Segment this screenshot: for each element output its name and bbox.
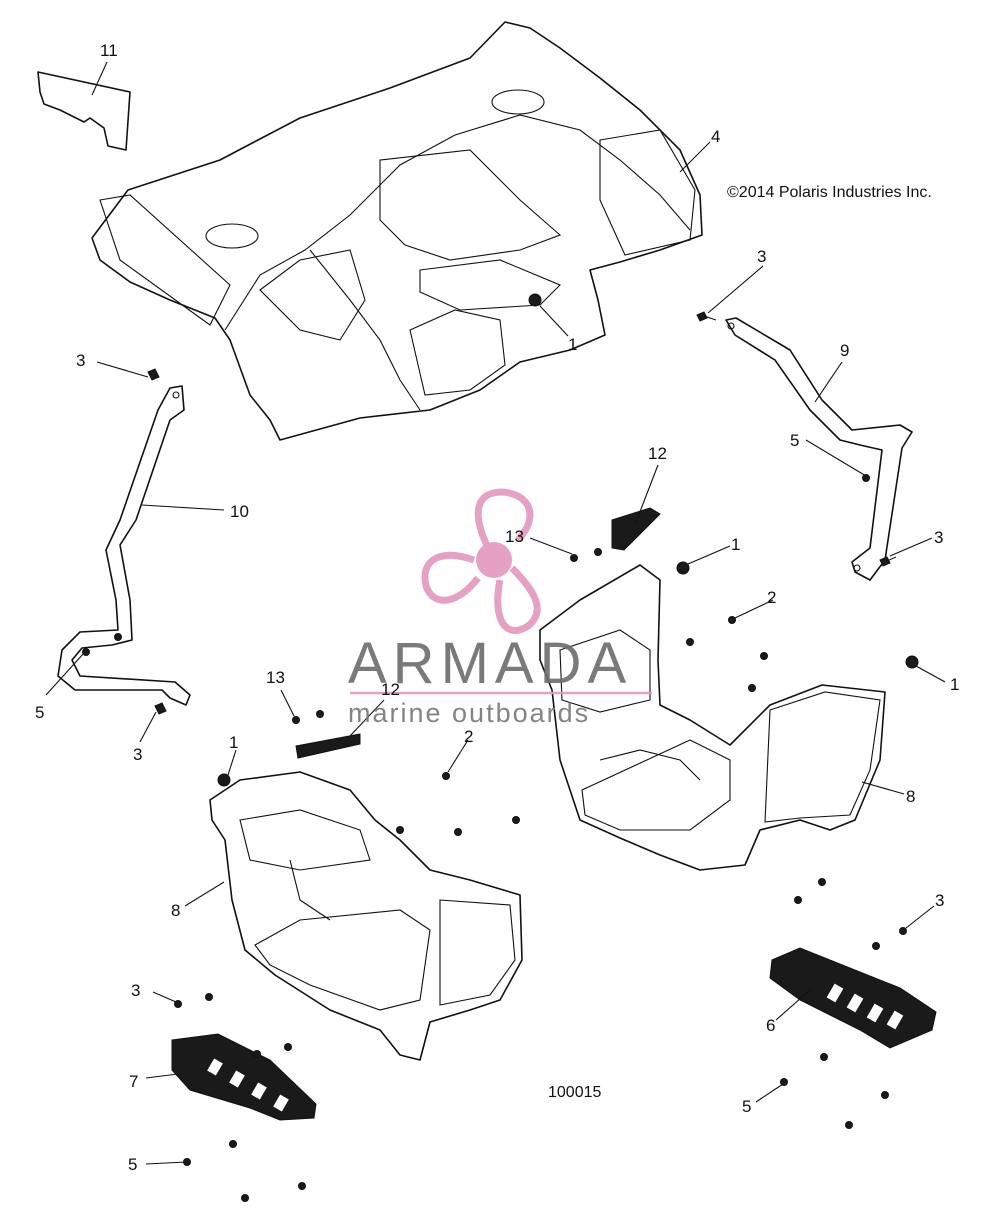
callout-12: 12 xyxy=(648,444,667,463)
callout-5: 5 xyxy=(128,1155,137,1174)
callout-5: 5 xyxy=(790,431,799,450)
callout-3: 3 xyxy=(131,981,140,1000)
screws-3-footrests xyxy=(174,878,907,1058)
callout-9: 9 xyxy=(840,341,849,360)
nuts-5-footrests xyxy=(183,1053,889,1202)
callout-8: 8 xyxy=(171,901,180,920)
propeller-logo-icon xyxy=(421,488,541,634)
callout-3: 3 xyxy=(934,528,943,547)
bolt-3-left-upper xyxy=(147,368,160,381)
callout-2: 2 xyxy=(464,727,473,746)
leader-lines xyxy=(45,61,946,1165)
callout-3: 3 xyxy=(757,247,766,266)
part-12-strip-left xyxy=(295,733,361,759)
watermark-tagline: marine outboards xyxy=(348,698,590,728)
nut-5-right-bar xyxy=(862,474,870,482)
part-8-footwell-left xyxy=(209,771,523,1061)
part-8-footwell-right xyxy=(539,564,886,871)
callout-7: 7 xyxy=(129,1072,138,1091)
callout-3: 3 xyxy=(935,891,944,910)
push-rivets-1 xyxy=(217,561,919,787)
callout-2: 2 xyxy=(767,588,776,607)
screws-13-right xyxy=(570,548,602,562)
callout-5: 5 xyxy=(35,703,44,722)
callout-12: 12 xyxy=(381,680,400,699)
callout-labels: 11 4 3 1 9 10 3 5 12 13 1 3 2 1 13 12 2 … xyxy=(35,41,959,1174)
bolt-3-right-upper xyxy=(696,311,717,322)
part-12-strip-right xyxy=(611,507,661,551)
callout-1: 1 xyxy=(731,535,740,554)
armada-watermark: ARMADA marine outboards xyxy=(348,488,652,728)
copyright-notice: ©2014 Polaris Industries Inc. xyxy=(727,184,932,201)
part-10-grab-bar-left xyxy=(57,385,191,706)
nut-5-left-bar xyxy=(82,633,122,656)
part-6-footrest-right xyxy=(769,947,937,1049)
screws-13-left xyxy=(292,710,324,724)
watermark-brand: ARMADA xyxy=(348,631,632,696)
part-11-pad xyxy=(37,71,131,151)
screws-2 xyxy=(396,616,768,836)
bolt-3-right-lower xyxy=(879,556,897,567)
callout-10: 10 xyxy=(230,502,249,521)
callout-1: 1 xyxy=(229,733,238,752)
callout-13: 13 xyxy=(266,668,285,687)
push-rivet-1-top xyxy=(528,293,542,307)
callout-1: 1 xyxy=(568,335,577,354)
part-7-footrest-left xyxy=(171,1033,317,1121)
callout-3: 3 xyxy=(133,745,142,764)
callout-4: 4 xyxy=(711,127,720,146)
callout-8: 8 xyxy=(906,787,915,806)
callout-5: 5 xyxy=(742,1097,751,1116)
figure-number: 100015 xyxy=(548,1084,601,1101)
part-9-grab-bar-right xyxy=(725,317,913,581)
callout-13: 13 xyxy=(505,527,524,546)
callout-11: 11 xyxy=(100,41,118,60)
part-4-rear-fender xyxy=(91,21,703,441)
callout-1: 1 xyxy=(950,675,959,694)
callout-3: 3 xyxy=(76,351,85,370)
callout-6: 6 xyxy=(766,1016,775,1035)
bolt-3-left-lower xyxy=(154,702,167,715)
